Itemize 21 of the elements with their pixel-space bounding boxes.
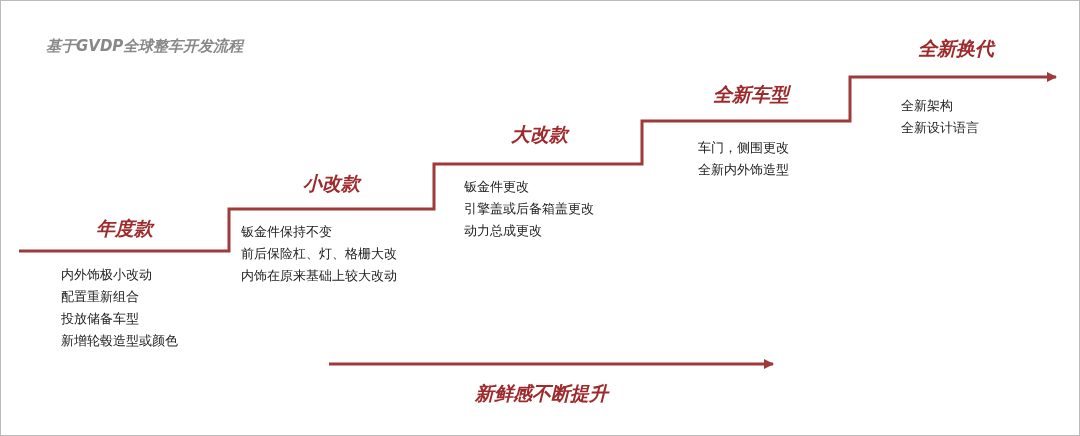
description-text: 动力总成更改 [464,222,542,240]
description-text: 内饰在原来基础上较大改动 [241,267,397,285]
description-text: 内外饰极小改动 [61,266,152,284]
description-text: 车门，侧围更改 [698,139,789,157]
description-text: 钣金件更改 [464,178,529,196]
description-text: 前后保险杠、灯、格栅大改 [241,245,397,263]
step-heading: 全新换代 [918,36,994,61]
step-heading: 全新车型 [713,82,789,107]
description-text: 引擎盖或后备箱盖更改 [464,200,594,218]
step-heading: 大改款 [510,122,568,147]
diagram-title: 基于GVDP全球整车开发流程 [46,37,244,56]
description-text: 全新设计语言 [901,119,979,137]
step-heading: 年度款 [95,216,153,241]
description-text: 新增轮毂造型或颜色 [61,332,178,350]
description-text: 全新架构 [901,97,953,115]
description-text: 全新内外饰造型 [698,161,789,179]
step-heading: 小改款 [302,171,360,196]
description-text: 投放储备车型 [61,310,139,328]
arrow-label: 新鲜感不断提升 [474,381,608,406]
description-text: 钣金件保持不变 [241,223,332,241]
description-text: 配置重新组合 [61,288,139,306]
